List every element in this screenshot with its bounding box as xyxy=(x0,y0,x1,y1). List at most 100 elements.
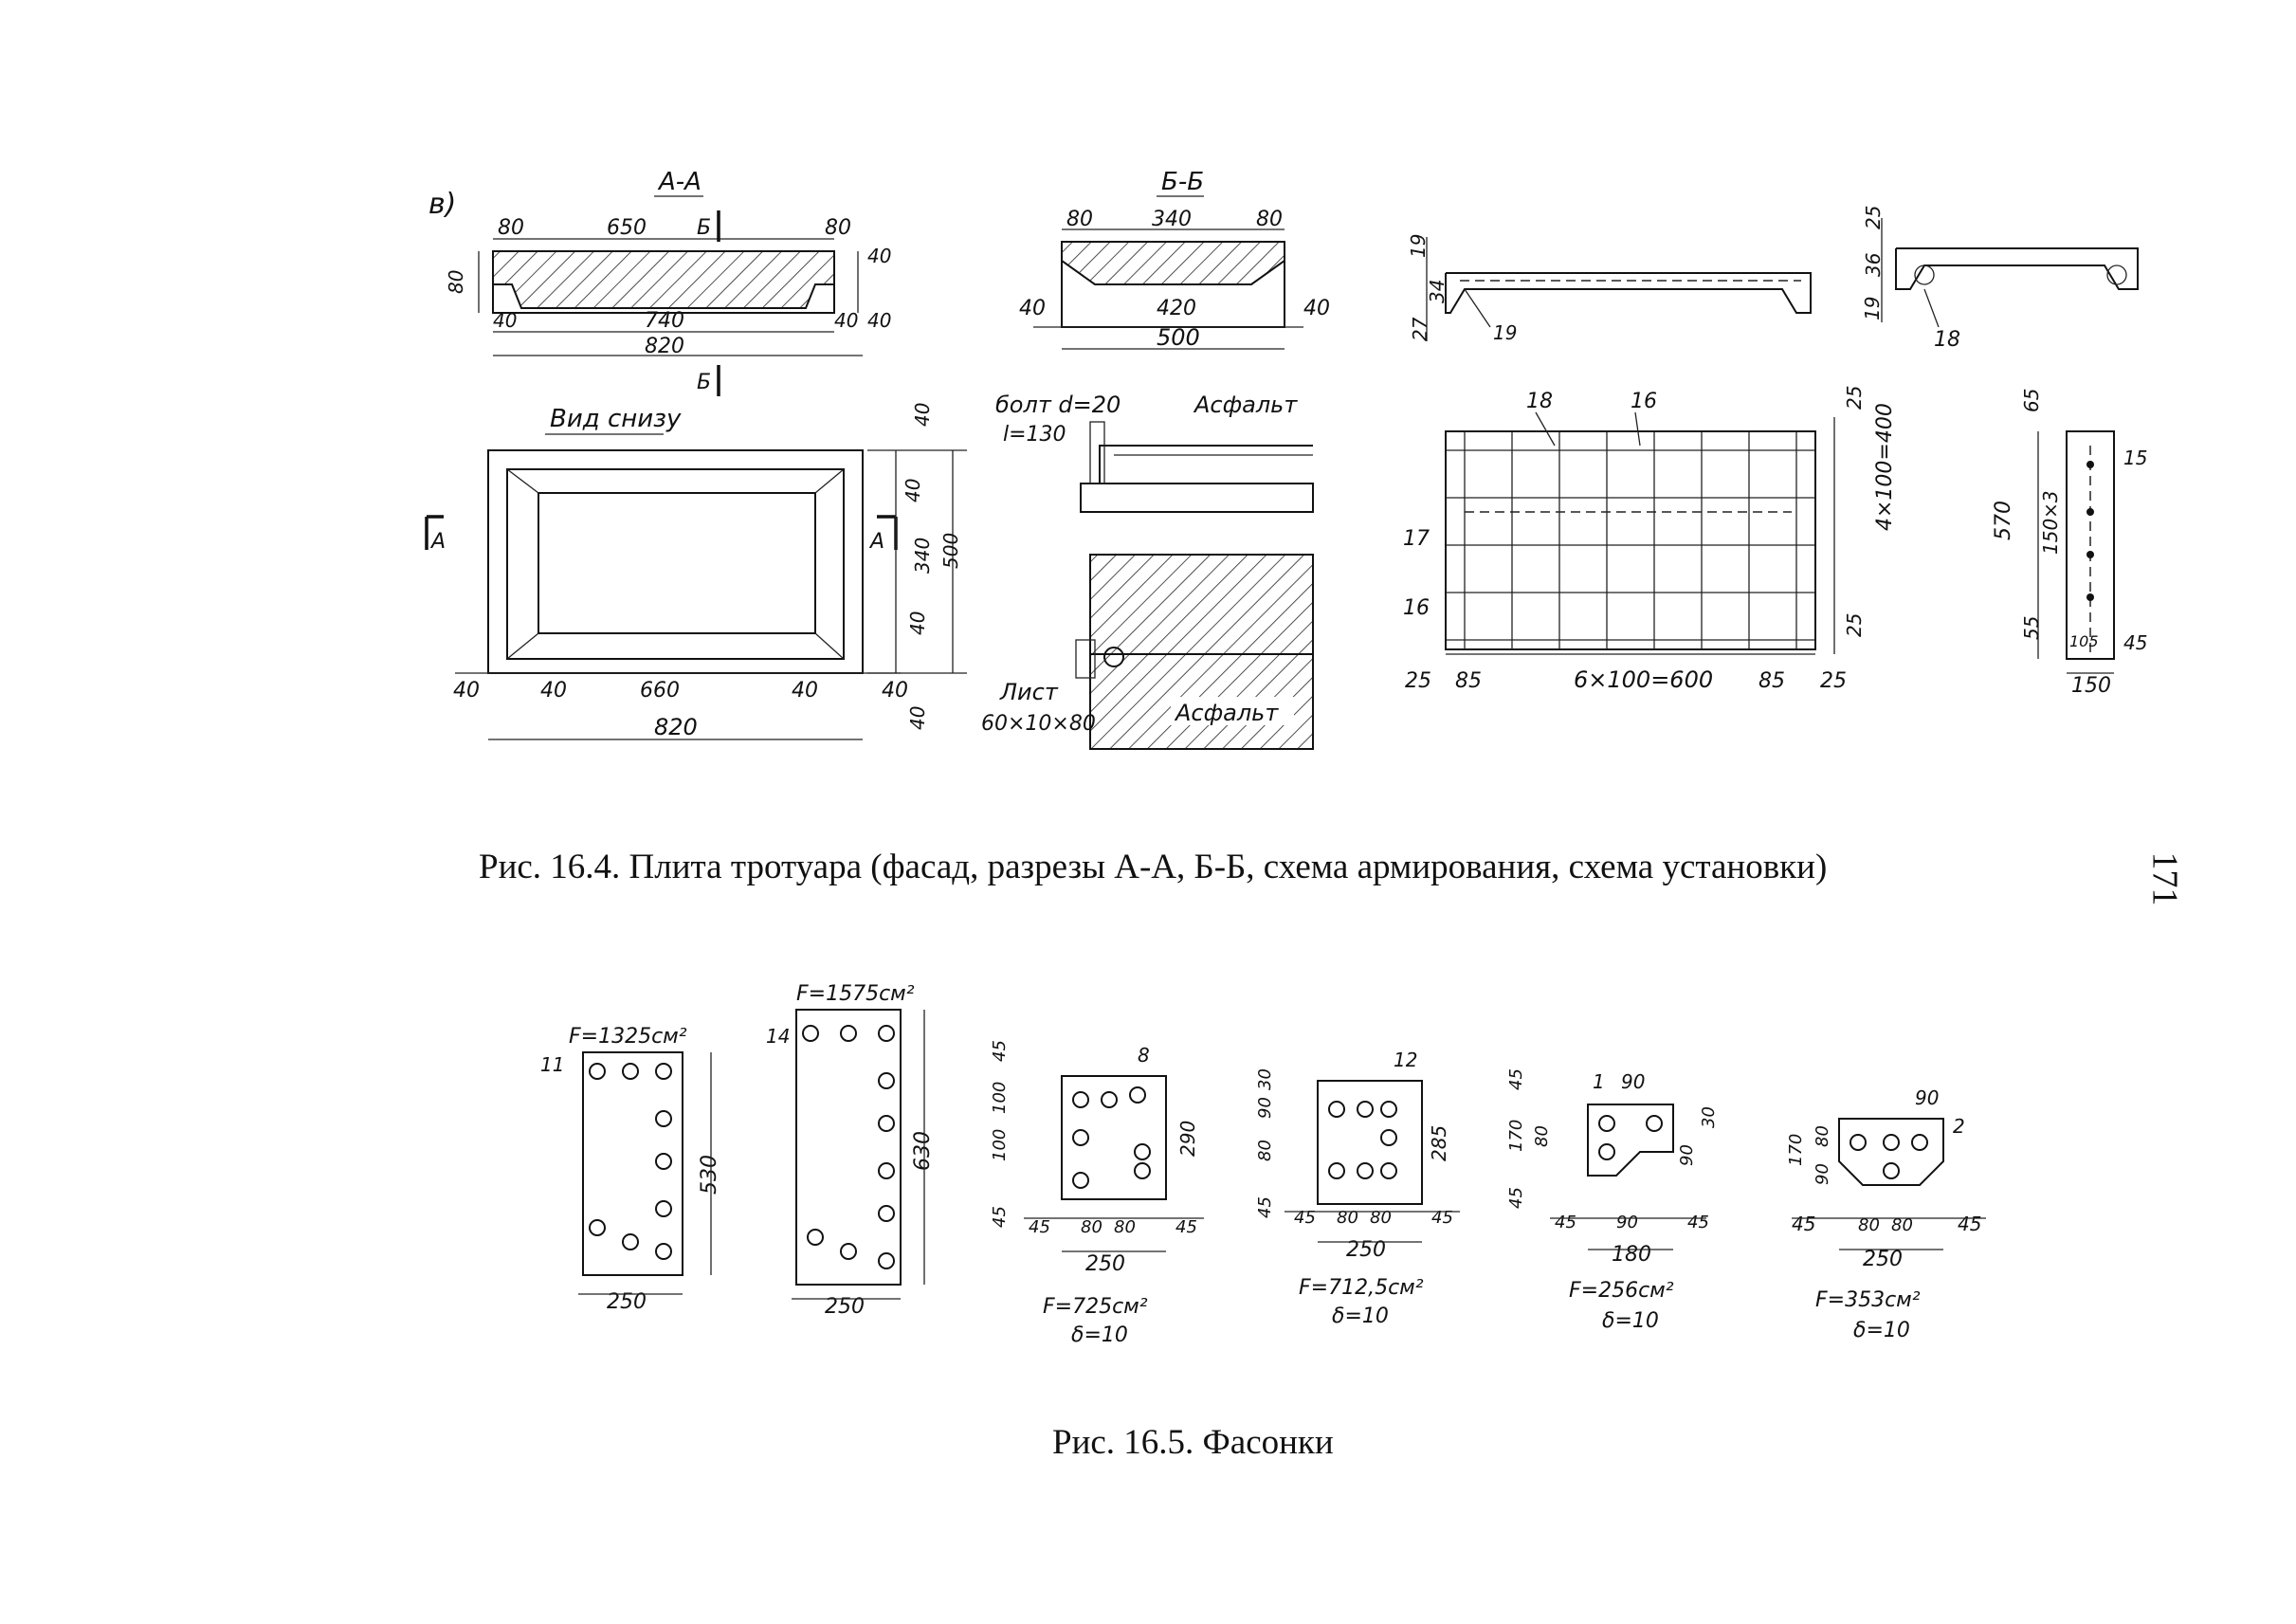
bolt-hole xyxy=(589,1219,606,1236)
svg-text:80: 80 xyxy=(1891,1215,1913,1235)
svg-text:340: 340 xyxy=(1152,208,1192,231)
svg-text:19: 19 xyxy=(1861,297,1884,320)
bottom-view: Вид снизу А А 40 40 660 40 40 820 40 40 … xyxy=(425,403,967,740)
svg-text:40: 40 xyxy=(867,245,891,267)
bolt-hole xyxy=(1072,1091,1089,1108)
bolt-hole xyxy=(1357,1101,1374,1118)
svg-text:500: 500 xyxy=(1157,324,1200,351)
svg-text:90: 90 xyxy=(1677,1144,1697,1166)
svg-text:40: 40 xyxy=(834,309,858,332)
svg-text:40: 40 xyxy=(867,309,891,332)
svg-text:45: 45 xyxy=(990,1040,1010,1062)
bolt-hole xyxy=(1911,1134,1928,1151)
bolt-hole xyxy=(655,1063,672,1080)
svg-text:80: 80 xyxy=(498,216,524,240)
bolt-hole xyxy=(1328,1101,1345,1118)
svg-text:340: 340 xyxy=(911,538,934,574)
svg-text:l=130: l=130 xyxy=(1003,423,1066,447)
svg-text:45: 45 xyxy=(1431,1208,1453,1228)
svg-text:60×10×80: 60×10×80 xyxy=(981,712,1096,736)
svg-text:2: 2 xyxy=(1953,1115,1965,1138)
svg-text:80: 80 xyxy=(1255,1140,1275,1161)
svg-text:F=1575см²: F=1575см² xyxy=(796,982,915,1006)
section-bb: Б-Б 80 340 80 40 420 40 500 xyxy=(1019,168,1330,351)
svg-text:170: 170 xyxy=(1506,1120,1526,1152)
bolt-hole xyxy=(1357,1162,1374,1179)
svg-text:18: 18 xyxy=(1934,328,1960,352)
rebar-profile: 19 34 27 19 xyxy=(1407,234,1812,344)
svg-text:F=1325см²: F=1325см² xyxy=(569,1025,687,1049)
bolt-hole xyxy=(655,1243,672,1260)
bolt-hole xyxy=(840,1243,857,1260)
bolt-hole xyxy=(878,1252,895,1269)
svg-text:660: 660 xyxy=(640,679,680,703)
svg-text:500: 500 xyxy=(939,533,962,569)
svg-text:45: 45 xyxy=(1958,1213,1981,1235)
svg-text:40: 40 xyxy=(1019,297,1046,320)
svg-text:90: 90 xyxy=(1616,1213,1638,1232)
bolt-hole xyxy=(1598,1115,1615,1132)
svg-text:27: 27 xyxy=(1409,317,1431,341)
svg-text:80: 80 xyxy=(1114,1217,1136,1237)
svg-text:45: 45 xyxy=(2123,631,2147,654)
svg-text:80: 80 xyxy=(1066,208,1093,231)
svg-text:40: 40 xyxy=(792,679,818,703)
svg-text:45: 45 xyxy=(1792,1213,1815,1235)
svg-text:40: 40 xyxy=(882,679,908,703)
svg-text:45: 45 xyxy=(990,1206,1010,1228)
figure-caption-16-4: Рис. 16.4. Плита тротуара (фасад, разрез… xyxy=(479,848,1828,886)
svg-text:45: 45 xyxy=(1175,1217,1197,1237)
svg-text:90: 90 xyxy=(1255,1097,1275,1119)
bolt-hole xyxy=(1883,1134,1900,1151)
svg-text:290: 290 xyxy=(1176,1121,1199,1157)
bolt-hole xyxy=(1646,1115,1663,1132)
section-bb-title: Б-Б xyxy=(1161,168,1204,196)
svg-text:40: 40 xyxy=(493,309,517,332)
svg-text:420: 420 xyxy=(1157,297,1196,320)
svg-text:80: 80 xyxy=(1813,1125,1832,1147)
svg-text:45: 45 xyxy=(1687,1213,1709,1232)
bolt-hole xyxy=(878,1072,895,1089)
svg-text:36: 36 xyxy=(1862,253,1885,277)
svg-text:34: 34 xyxy=(1426,280,1449,303)
svg-text:40: 40 xyxy=(906,706,929,730)
svg-text:150×3: 150×3 xyxy=(2039,490,2062,555)
svg-text:δ=10: δ=10 xyxy=(1602,1309,1659,1333)
svg-text:100: 100 xyxy=(990,1129,1010,1161)
section-aa-marker: Б xyxy=(697,216,711,240)
svg-text:40: 40 xyxy=(911,403,934,427)
section-aa-title: А-А xyxy=(657,168,702,196)
svg-text:80: 80 xyxy=(1256,208,1283,231)
svg-text:170: 170 xyxy=(1786,1134,1806,1166)
bottom-view-title: Вид снизу xyxy=(550,405,682,433)
svg-text:150: 150 xyxy=(2071,674,2111,698)
panel-label: в) xyxy=(428,188,456,221)
svg-text:16: 16 xyxy=(1403,596,1430,620)
bolt-hole xyxy=(655,1110,672,1127)
bolt-hole xyxy=(1328,1162,1345,1179)
install-scheme: болт d=20 l=130 Асфальт Лист 60×10×80 Ас… xyxy=(981,392,1314,750)
svg-text:40: 40 xyxy=(1303,297,1330,320)
svg-text:14: 14 xyxy=(766,1025,790,1048)
svg-text:85: 85 xyxy=(1758,669,1785,693)
svg-text:25: 25 xyxy=(1820,669,1847,693)
bolt-hole xyxy=(1380,1129,1397,1146)
gusset-plates: 11F=1325см²25053014F=1575см²2506308F=725… xyxy=(540,982,1986,1347)
svg-text:11: 11 xyxy=(540,1053,564,1076)
svg-text:105: 105 xyxy=(2069,632,2099,650)
svg-text:8: 8 xyxy=(1138,1044,1150,1067)
svg-text:80: 80 xyxy=(1081,1217,1102,1237)
svg-text:90: 90 xyxy=(1813,1163,1832,1185)
svg-text:40: 40 xyxy=(453,679,480,703)
bolt-hole xyxy=(1134,1143,1151,1160)
svg-text:30: 30 xyxy=(1699,1106,1719,1128)
svg-text:F=353см²: F=353см² xyxy=(1815,1288,1921,1312)
svg-text:Б: Б xyxy=(697,371,711,394)
svg-text:45: 45 xyxy=(1255,1196,1275,1218)
rebar-plan: 18 16 17 16 25 85 6×100=600 85 25 25 4×1… xyxy=(1403,386,1897,693)
